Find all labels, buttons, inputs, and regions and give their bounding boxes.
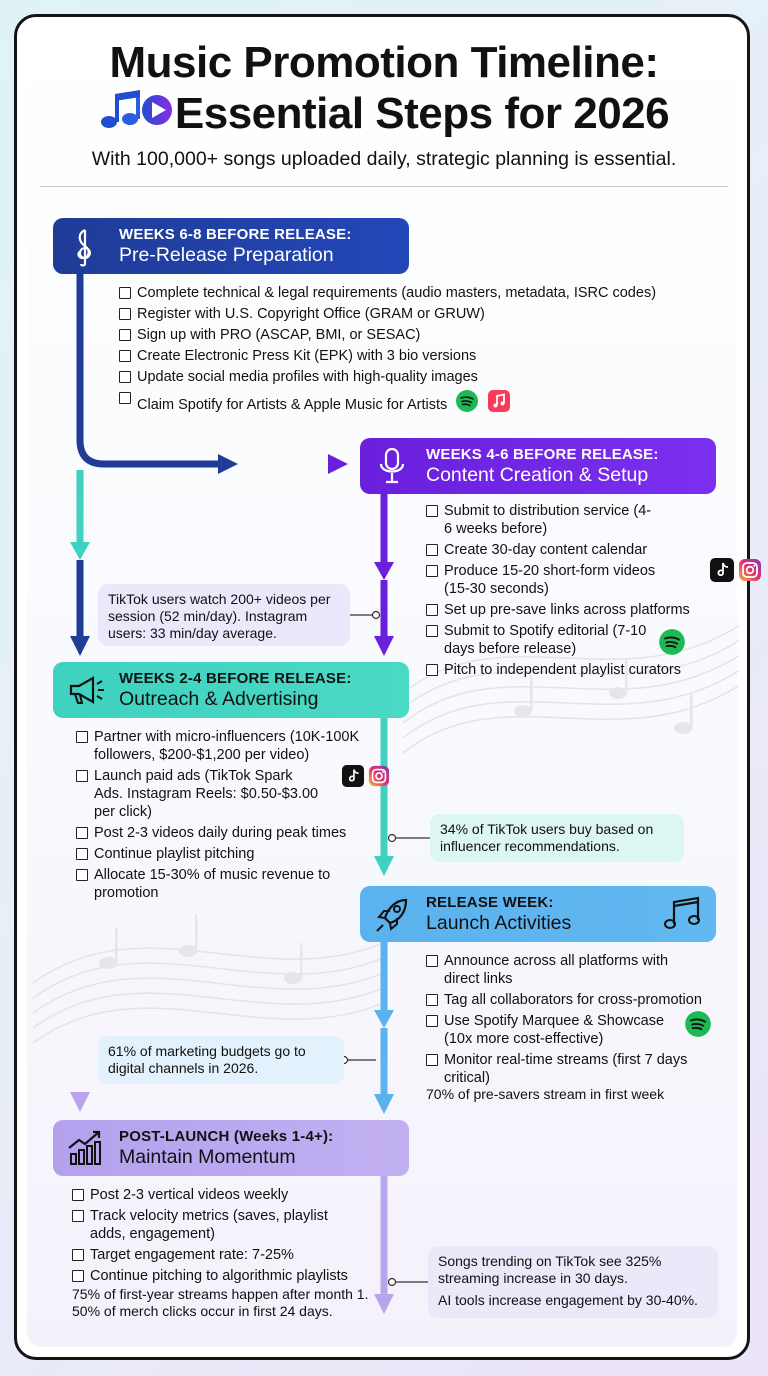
checklist-item: Produce 15-20 short-form videos (15-30 s… (426, 558, 761, 598)
treble-clef-icon (63, 224, 107, 268)
checklist-item: Partner with micro-influencers (10K-100K… (76, 728, 366, 764)
checklist-item: Post 2-3 videos daily during peak times (76, 824, 366, 842)
phase-2-kicker: WEEKS 4-6 BEFORE RELEASE: (426, 446, 659, 463)
checklist-item: Update social media profiles with high-q… (119, 368, 679, 386)
checklist-item: Sign up with PRO (ASCAP, BMI, or SESAC) (119, 326, 679, 344)
title-line-2: Essential Steps for 2026 (174, 88, 670, 138)
phase-1-title: Pre-Release Preparation (119, 244, 334, 266)
title-line-2-row: Essential Steps for 2026 (0, 86, 768, 141)
phase-4-note: 70% of pre-savers stream in first week (426, 1086, 665, 1102)
connector-phase1-right (76, 272, 220, 468)
instagram-icon (368, 765, 390, 792)
instagram-icon (738, 558, 762, 587)
growth-chart-icon (63, 1126, 107, 1170)
checklist-item: Register with U.S. Copyright Office (GRA… (119, 305, 679, 323)
tiktok-icon (710, 558, 734, 587)
checklist-item: Monitor real-time streams (first 7 days … (426, 1051, 704, 1087)
checklist-item: Set up pre-save links across platforms (426, 601, 726, 619)
checklist-item: Create 30-day content calendar (426, 541, 726, 559)
page-title: Music Promotion Timeline: Essential Step… (0, 40, 768, 141)
checklist-item: Pitch to independent playlist curators (426, 661, 726, 679)
phase-5-checklist: Post 2-3 vertical videos weekly Track ve… (72, 1186, 362, 1288)
checklist-item: Use Spotify Marquee & Showcase (10x more… (426, 1011, 711, 1048)
checklist-item: Announce across all platforms with direc… (426, 952, 704, 988)
phase-3-header: WEEKS 2-4 BEFORE RELEASE: Outreach & Adv… (53, 662, 409, 718)
spotify-icon (455, 389, 479, 421)
phase-1-kicker: WEEKS 6-8 BEFORE RELEASE: (119, 226, 352, 243)
stat-tiktok-usage: TikTok users watch 200+ videos per sessi… (98, 584, 350, 646)
phase-2-header: WEEKS 4-6 BEFORE RELEASE: Content Creati… (360, 438, 716, 494)
checklist-item: Target engagement rate: 7-25% (72, 1246, 362, 1264)
checklist-item: Track velocity metrics (saves, playlist … (72, 1207, 350, 1243)
stat-budgets: 61% of marketing budgets go to digital c… (98, 1036, 344, 1084)
music-play-logo-icon (99, 86, 173, 141)
phase-1-header: WEEKS 6-8 BEFORE RELEASE: Pre-Release Pr… (53, 218, 409, 274)
phase-5-note: 75% of first-year streams happen after m… (72, 1286, 369, 1319)
stat-ai-tools: AI tools increase engagement by 30-40%. (438, 1292, 698, 1308)
checklist-item: Submit to distribution service (4-6 week… (426, 502, 654, 538)
phase-4-kicker: RELEASE WEEK: (426, 894, 554, 911)
checklist-item: Post 2-3 vertical videos weekly (72, 1186, 362, 1204)
phase-5-header: POST-LAUNCH (Weeks 1-4+): Maintain Momen… (53, 1120, 409, 1176)
checklist-item: Submit to Spotify editorial (7-10 days b… (426, 622, 685, 658)
phase-2-title: Content Creation & Setup (426, 464, 649, 486)
stat-trending-box: Songs trending on TikTok see 325% stream… (428, 1246, 718, 1318)
phase-4-title: Launch Activities (426, 912, 572, 934)
apple-music-icon (487, 389, 511, 421)
subtitle: With 100,000+ songs uploaded daily, stra… (91, 148, 677, 170)
phase-1-checklist: Complete technical & legal requirements … (119, 284, 679, 424)
stat-influencer: 34% of TikTok users buy based on influen… (430, 814, 684, 862)
spotify-icon (658, 628, 686, 661)
phase-3-title: Outreach & Advertising (119, 688, 319, 710)
music-notes-icon (662, 894, 704, 939)
phase-5-title: Maintain Momentum (119, 1146, 296, 1168)
megaphone-icon (63, 668, 107, 712)
checklist-item: Continue pitching to algorithmic playlis… (72, 1267, 362, 1285)
phase-4-header: RELEASE WEEK: Launch Activities (360, 886, 716, 942)
stat-trending: Songs trending on TikTok see 325% stream… (438, 1253, 662, 1286)
checklist-item: Tag all collaborators for cross-promotio… (426, 991, 716, 1009)
checklist-item: Continue playlist pitching (76, 845, 366, 863)
phase-5-kicker: POST-LAUNCH (Weeks 1-4+): (119, 1128, 334, 1145)
phase-2-checklist: Submit to distribution service (4-6 week… (426, 502, 761, 682)
tiktok-icon (342, 765, 364, 792)
microphone-icon (370, 444, 414, 488)
checklist-item: Claim Spotify for Artists & Apple Music … (119, 389, 679, 421)
spotify-icon (684, 1010, 712, 1043)
checklist-item: Complete technical & legal requirements … (119, 284, 679, 302)
phase-3-kicker: WEEKS 2-4 BEFORE RELEASE: (119, 670, 352, 687)
rocket-icon (370, 892, 414, 936)
phase-4-checklist: Announce across all platforms with direc… (426, 952, 716, 1090)
checklist-item: Create Electronic Press Kit (EPK) with 3… (119, 347, 679, 365)
checklist-item: Allocate 15-30% of music revenue to prom… (76, 866, 366, 902)
title-line-1: Music Promotion Timeline: (109, 38, 659, 87)
phase-3-checklist: Partner with micro-influencers (10K-100K… (76, 728, 390, 905)
divider (40, 186, 728, 187)
checklist-item: Launch paid ads (TikTok Spark Ads. Insta… (76, 765, 390, 821)
